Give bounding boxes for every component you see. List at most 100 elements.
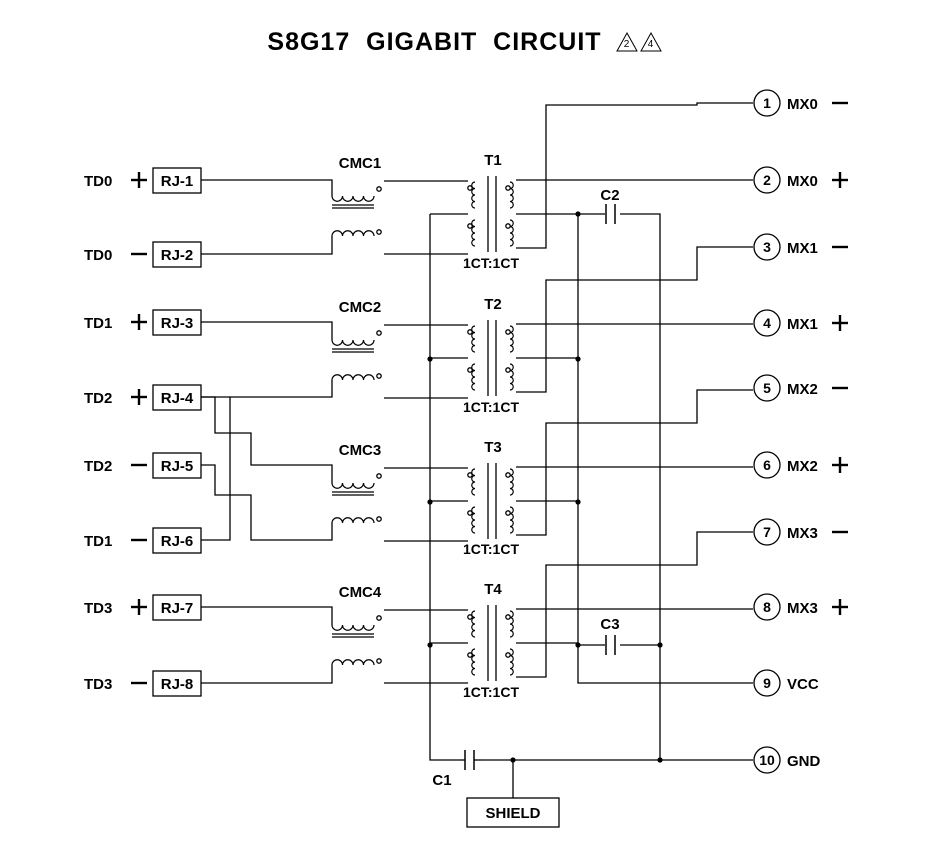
transformer-winding bbox=[509, 181, 514, 209]
rj-pin-box bbox=[152, 452, 202, 479]
pin-number-circle bbox=[753, 746, 781, 774]
transformer-label: T3 bbox=[484, 439, 502, 456]
shield-box bbox=[466, 797, 560, 828]
pin-to-choke-wire bbox=[201, 606, 333, 625]
junction-dot bbox=[427, 499, 433, 505]
c2-to-gnd-wire bbox=[620, 213, 661, 760]
revision-number: 2 bbox=[623, 39, 630, 50]
plus-sign bbox=[832, 315, 848, 331]
pin-number: 10 bbox=[759, 752, 775, 768]
shield-label: SHIELD bbox=[485, 805, 540, 822]
left-signal-label: TD1 bbox=[84, 533, 112, 550]
wires bbox=[201, 102, 753, 798]
transformer-polarity-dot bbox=[467, 223, 473, 229]
plus-sign bbox=[131, 314, 147, 330]
rj-pin-box bbox=[152, 594, 202, 621]
rj-pin-label: RJ-2 bbox=[161, 247, 194, 264]
choke-polarity-dot bbox=[376, 229, 382, 235]
transformer-winding bbox=[471, 325, 476, 353]
transformer-polarity-dot bbox=[505, 223, 511, 229]
pin-to-choke-wire bbox=[201, 236, 333, 255]
primary-ct-bus bbox=[429, 214, 460, 761]
transformer-polarity-dot bbox=[467, 652, 473, 658]
left-signal-label: TD2 bbox=[84, 390, 112, 407]
pin-number: 2 bbox=[763, 172, 771, 188]
pin-number: 4 bbox=[763, 315, 771, 331]
transformer-polarity-dot bbox=[467, 329, 473, 335]
pin-number-circle bbox=[753, 451, 781, 479]
pin-number-circle bbox=[753, 89, 781, 117]
revision-marks: 2 4 bbox=[615, 32, 662, 52]
choke-label: CMC3 bbox=[339, 442, 382, 459]
junction-dot bbox=[575, 642, 581, 648]
choke-upper-winding bbox=[331, 339, 375, 346]
transformer-label: T1 bbox=[484, 152, 502, 169]
transformer-polarity-dot bbox=[505, 510, 511, 516]
diagram-title: S8G17 GIGABIT CIRCUIT 2 4 bbox=[0, 22, 929, 62]
choke-polarity-dot bbox=[376, 186, 382, 192]
transformer-winding bbox=[509, 325, 514, 353]
choke-polarity-dot bbox=[376, 516, 382, 522]
plus-sign bbox=[832, 172, 848, 188]
transformer-polarity-dot bbox=[467, 510, 473, 516]
rj-pin-label: RJ-4 bbox=[161, 390, 194, 407]
choke-upper-winding bbox=[331, 195, 375, 202]
rj-pin-box bbox=[152, 670, 202, 697]
rj-pin-label: RJ-6 bbox=[161, 533, 194, 550]
pin-name-label: MX2 bbox=[787, 381, 818, 398]
pin-number-circle bbox=[753, 669, 781, 697]
rj-pin-box bbox=[152, 241, 202, 268]
pin-name-label: MX3 bbox=[787, 525, 818, 542]
pin-to-choke-wire bbox=[201, 380, 333, 541]
pin-name-label: MX2 bbox=[787, 458, 818, 475]
junction-dot bbox=[575, 356, 581, 362]
pin-number: 1 bbox=[763, 95, 771, 111]
components bbox=[152, 89, 781, 828]
pin-to-choke-wire bbox=[201, 396, 333, 483]
transformer-polarity-dot bbox=[467, 185, 473, 191]
plus-sign bbox=[832, 599, 848, 615]
secondary-output-wire bbox=[516, 389, 753, 536]
transformer-winding bbox=[471, 219, 476, 247]
pin-number-circle bbox=[753, 166, 781, 194]
transformer-ratio-label: 1CT:1CT bbox=[463, 399, 519, 415]
pin-number-circle bbox=[753, 374, 781, 402]
pin-name-label: MX1 bbox=[787, 316, 818, 333]
capacitor-label: C1 bbox=[432, 772, 451, 789]
plus-sign bbox=[131, 172, 147, 188]
secondary-output-wire bbox=[516, 246, 753, 393]
junction-dot bbox=[657, 757, 663, 763]
pin-number-circle bbox=[753, 309, 781, 337]
plus-sign bbox=[131, 389, 147, 405]
choke-label: CMC2 bbox=[339, 299, 382, 316]
pin-to-choke-wire bbox=[201, 464, 333, 541]
choke-lower-winding bbox=[331, 374, 375, 381]
transformer-winding bbox=[509, 219, 514, 247]
capacitor-label: C3 bbox=[600, 616, 619, 633]
choke-polarity-dot bbox=[376, 473, 382, 479]
capacitor-label: C2 bbox=[600, 187, 619, 204]
pin-number: 9 bbox=[763, 675, 771, 691]
junction-dot bbox=[657, 642, 663, 648]
pin-number: 5 bbox=[763, 380, 771, 396]
pin-name-label: GND bbox=[787, 753, 821, 770]
choke-label: CMC4 bbox=[339, 584, 382, 601]
pin-number: 3 bbox=[763, 239, 771, 255]
rj-pin-label: RJ-5 bbox=[161, 458, 194, 475]
rj-pin-label: RJ-7 bbox=[161, 600, 194, 617]
pin-to-choke-wire bbox=[201, 179, 333, 196]
transformer-winding bbox=[471, 506, 476, 534]
junction-dot bbox=[427, 356, 433, 362]
rj-pin-label: RJ-3 bbox=[161, 315, 194, 332]
pin-name-label: MX0 bbox=[787, 96, 818, 113]
transformer-polarity-dot bbox=[505, 185, 511, 191]
rj-pin-box bbox=[152, 309, 202, 336]
rj-pin-box bbox=[152, 167, 202, 194]
transformer-winding bbox=[471, 181, 476, 209]
transformer-ratio-label: 1CT:1CT bbox=[463, 541, 519, 557]
transformer-ratio-label: 1CT:1CT bbox=[463, 255, 519, 271]
transformer-winding bbox=[471, 610, 476, 638]
pin-number: 7 bbox=[763, 524, 771, 540]
left-signal-label: TD2 bbox=[84, 458, 112, 475]
